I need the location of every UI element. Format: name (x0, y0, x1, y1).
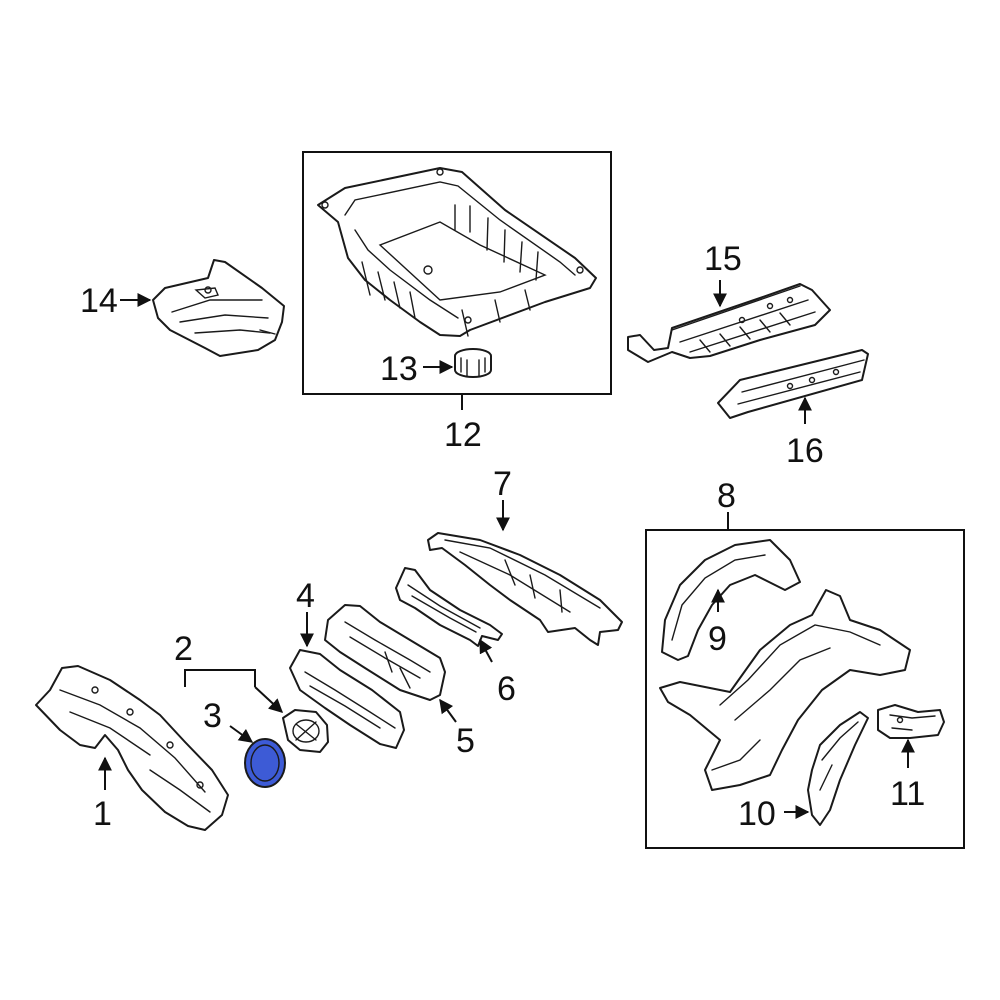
group-box-8 (645, 529, 965, 849)
leader-6 (479, 638, 493, 663)
callout-3: 3 (203, 697, 222, 735)
leader-3 (229, 725, 254, 743)
part-10-drawing (807, 711, 869, 826)
callout-8: 8 (717, 477, 736, 515)
callout-7: 7 (493, 465, 512, 503)
part-14-drawing (152, 259, 285, 357)
spare-tire-tub-drawing (317, 167, 597, 337)
part-16-drawing (717, 349, 869, 419)
part-11-drawing (877, 704, 945, 739)
leader-5 (439, 698, 457, 723)
callout-4: 4 (296, 577, 315, 615)
part-8-drawing (659, 589, 911, 791)
callout-1: 1 (93, 795, 112, 833)
callout-14: 14 (80, 282, 118, 320)
callout-12: 12 (444, 416, 482, 454)
plug-13-drawing (454, 348, 492, 378)
part-1-drawing (35, 665, 229, 831)
leader-2-to-part (254, 686, 284, 713)
part-9-drawing (661, 539, 801, 661)
leader-2 (184, 669, 256, 687)
callout-15: 15 (704, 240, 742, 278)
part-4-drawing (289, 649, 405, 749)
callout-16: 16 (786, 432, 824, 470)
callout-13: 13 (380, 350, 418, 388)
part-6-drawing (395, 567, 503, 647)
part-15-drawing (627, 283, 831, 363)
callout-labels: 1 2 3 4 5 6 7 8 9 10 11 12 13 14 15 16 (80, 240, 925, 833)
wheelhouse-group (645, 512, 965, 849)
part-5-drawing (324, 604, 446, 701)
part-3-drawing (244, 738, 286, 788)
callout-6: 6 (497, 670, 516, 708)
callout-5: 5 (456, 722, 475, 760)
callout-11: 11 (890, 775, 925, 813)
group-box-12 (302, 151, 612, 395)
callout-2: 2 (174, 630, 193, 668)
part-2-drawing (282, 709, 329, 753)
callout-9: 9 (708, 620, 727, 658)
spare-tire-tub-group (302, 151, 612, 410)
part-7-drawing (427, 532, 623, 646)
callout-10: 10 (738, 795, 776, 833)
